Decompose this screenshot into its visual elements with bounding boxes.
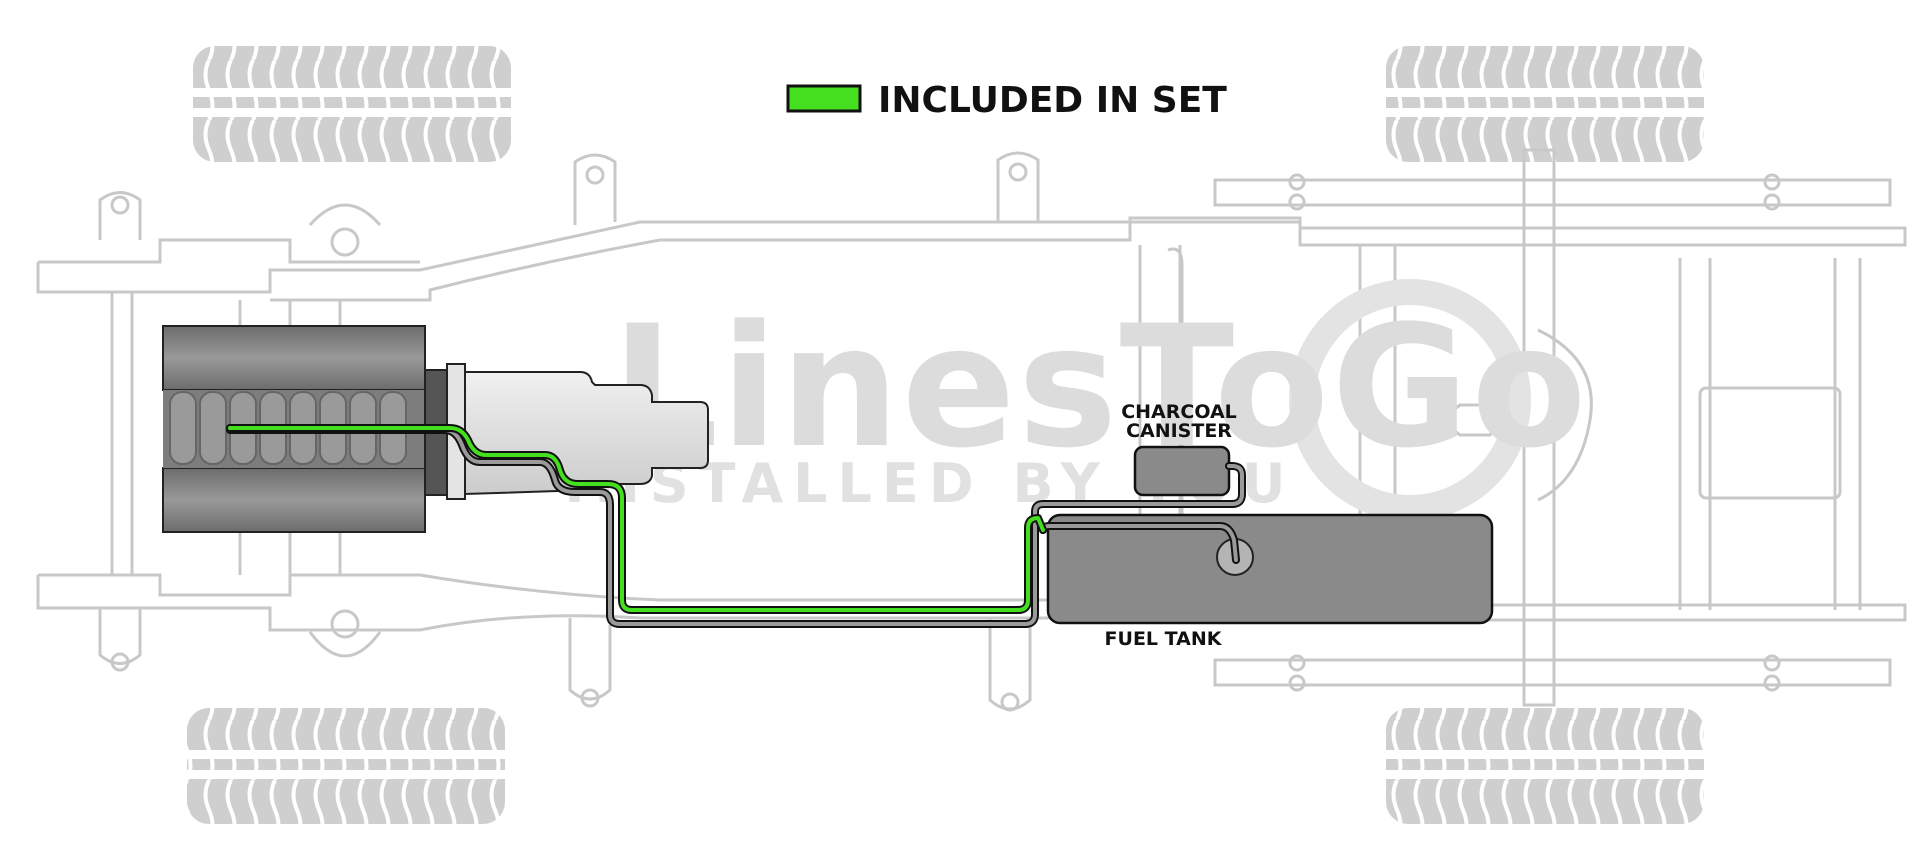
fuel-lines xyxy=(226,424,1246,628)
watermark-brand: LinesToGo xyxy=(611,289,1588,485)
charcoal-canister xyxy=(1133,445,1231,497)
tire-rear-top xyxy=(1386,46,1704,162)
fuel-tank-label: FUEL TANK xyxy=(1105,628,1223,650)
tire-front-top xyxy=(193,46,511,162)
charcoal-canister-label-line1: CHARCOAL xyxy=(1121,401,1237,423)
tire-front-bottom xyxy=(187,708,505,824)
charcoal-canister-label-line2: CANISTER xyxy=(1126,420,1232,442)
fuel-tank xyxy=(1046,513,1494,625)
tire-rear-bottom xyxy=(1386,708,1704,824)
tires xyxy=(187,46,1704,824)
watermark: LinesToGo INSTALLED BY YOU xyxy=(565,279,1588,521)
legend-label: INCLUDED IN SET xyxy=(878,80,1227,121)
legend-swatch xyxy=(786,84,862,113)
legend: INCLUDED IN SET xyxy=(786,80,1227,121)
chassis-frame xyxy=(36,148,1907,712)
